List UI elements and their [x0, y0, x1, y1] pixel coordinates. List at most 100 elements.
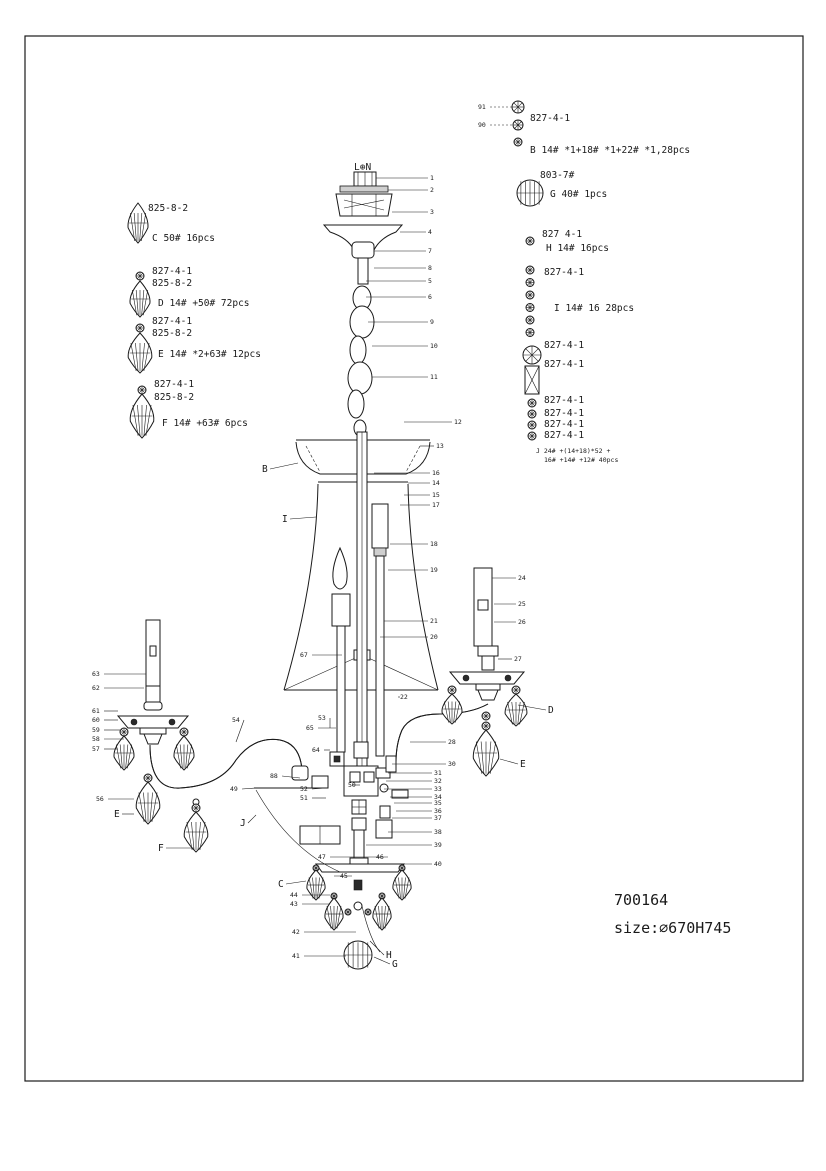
part-callout-38: 38 — [388, 828, 442, 836]
part-callout-36: 36 — [396, 807, 442, 815]
legend-i-bead — [525, 290, 535, 300]
part-number-38: 38 — [434, 828, 442, 836]
terminal-label: L⊕N — [354, 162, 371, 173]
part-number-60: 60 — [92, 716, 100, 724]
legend-e-bead — [135, 323, 145, 333]
legend-g-ball — [516, 179, 544, 207]
hub-bead — [398, 864, 406, 872]
part-callout-19: 19 — [388, 566, 438, 574]
part-callout-12: 12 — [404, 418, 462, 426]
legend-b-desc: B 14# *1+18# *1+22# *1,28pcs — [530, 145, 690, 156]
part-number-5: 5 — [428, 277, 432, 285]
part-callout-58: 58 — [92, 735, 124, 743]
part-number-54: 54 — [232, 716, 240, 724]
legend-b-bead-3 — [513, 137, 523, 147]
letter-label-e: E — [114, 809, 120, 820]
legend-h-desc: H 14# 16pcs — [546, 243, 609, 254]
crystal-legend-right: 91 90 827-4-1 B 14# *1+18# *1+22# *1,28p… — [478, 103, 690, 464]
arm-bead — [511, 685, 521, 695]
part-callout-10: 10 — [372, 342, 438, 350]
part-number-56: 56 — [96, 795, 104, 803]
part-callout-17: 17 — [400, 501, 440, 509]
part-callout-88: 88 — [270, 772, 301, 780]
arm-bead — [143, 773, 153, 783]
part-callout-28: 28 — [410, 738, 456, 746]
part-number-32: 32 — [434, 777, 442, 785]
part-callout-9: 9 — [368, 318, 434, 326]
part-number-88: 88 — [270, 772, 278, 780]
part-number-26: 26 — [518, 618, 526, 626]
chandelier-drawing — [113, 171, 528, 970]
legend-f-desc: F 14# +63# 6pcs — [162, 418, 248, 429]
part-callout-62: 62 — [92, 684, 144, 692]
model-size: size:⌀670H745 — [614, 919, 731, 937]
arm-bead — [447, 685, 457, 695]
letter-label-j: J — [240, 818, 246, 829]
arm-bead — [481, 721, 491, 731]
part-letter-e: E — [499, 758, 526, 770]
legend-j-small-bead — [527, 409, 537, 419]
part-number-21: 21 — [430, 617, 438, 625]
legend-j-desc-2: 16# +14# +12# 40pcs — [544, 456, 618, 464]
part-callouts: 1234785691011121316141517181921202224252… — [92, 174, 554, 970]
legend-j-part-4: 827-4-1 — [544, 408, 584, 419]
legend-j-part-1: 827-4-1 — [544, 340, 584, 351]
part-number-37: 37 — [434, 814, 442, 822]
crystal-legend-left: 825-8-2 C 50# 16pcs 827-4-1 825-8-2 D 14… — [148, 203, 261, 429]
part-number-36: 36 — [434, 807, 442, 815]
legend-d-desc: D 14# +50# 72pcs — [158, 298, 250, 309]
part-letter-b: B — [262, 462, 299, 475]
letter-label-c: C — [278, 879, 284, 890]
part-number-10: 10 — [430, 342, 438, 350]
letter-label-b: B — [262, 464, 268, 475]
part-callout-51: 51 — [300, 794, 326, 802]
part-callout-57: 57 — [92, 745, 118, 753]
part-number-39: 39 — [434, 841, 442, 849]
b-number-90: 90 — [478, 121, 486, 129]
hub-crystal-c-right — [392, 869, 412, 901]
legend-f-bead — [137, 385, 147, 395]
part-number-52: 52 — [300, 785, 308, 793]
part-callout-63: 63 — [92, 670, 146, 678]
part-callout-40: 40 — [400, 860, 442, 868]
part-number-51: 51 — [300, 794, 308, 802]
bottom-ball-crystal — [343, 940, 373, 970]
part-callout-15: 15 — [404, 491, 440, 499]
part-number-64: 64 — [312, 746, 320, 754]
legend-i-bead — [525, 328, 535, 337]
legend-c-desc: C 50# 16pcs — [152, 233, 215, 244]
legend-e-desc: E 14# *2+63# 12pcs — [158, 349, 261, 360]
part-number-12: 12 — [454, 418, 462, 426]
legend-j-part-6: 827-4-1 — [544, 430, 584, 441]
part-number-46: 46 — [376, 853, 384, 861]
part-number-33: 33 — [434, 785, 442, 793]
part-letter-c: C — [278, 879, 307, 890]
part-letter-d: D — [517, 704, 554, 716]
part-number-59: 59 — [92, 726, 100, 734]
part-number-2: 2 — [430, 186, 434, 194]
legend-crystal-icons — [127, 100, 544, 441]
legend-h-bead — [525, 236, 535, 246]
legend-e-part-1: 827-4-1 — [152, 316, 192, 327]
legend-f-part-1: 827-4-1 — [154, 379, 194, 390]
left-arm-crystal-1 — [113, 735, 135, 771]
legend-i-bead — [525, 315, 535, 325]
part-number-50: 50 — [348, 781, 356, 789]
part-callout-39: 39 — [366, 841, 442, 849]
left-arm-crystal-2 — [173, 735, 195, 771]
part-callout-59: 59 — [92, 726, 120, 734]
part-number-7: 7 — [428, 247, 432, 255]
part-number-67: 67 — [300, 651, 308, 659]
legend-h-part-1: 827 4-1 — [542, 229, 582, 240]
part-letter-f: F — [158, 843, 194, 854]
legend-b-bead-1 — [511, 100, 525, 114]
hub-crystal-2 — [372, 897, 392, 931]
legend-d-bead — [135, 271, 145, 281]
part-callout-2: 2 — [388, 186, 434, 194]
part-callout-31: 31 — [388, 769, 442, 777]
legend-f-part-2: 825-8-2 — [154, 392, 194, 403]
part-number-3: 3 — [430, 208, 434, 216]
model-code: 700164 — [614, 891, 668, 909]
part-number-57: 57 — [92, 745, 100, 753]
